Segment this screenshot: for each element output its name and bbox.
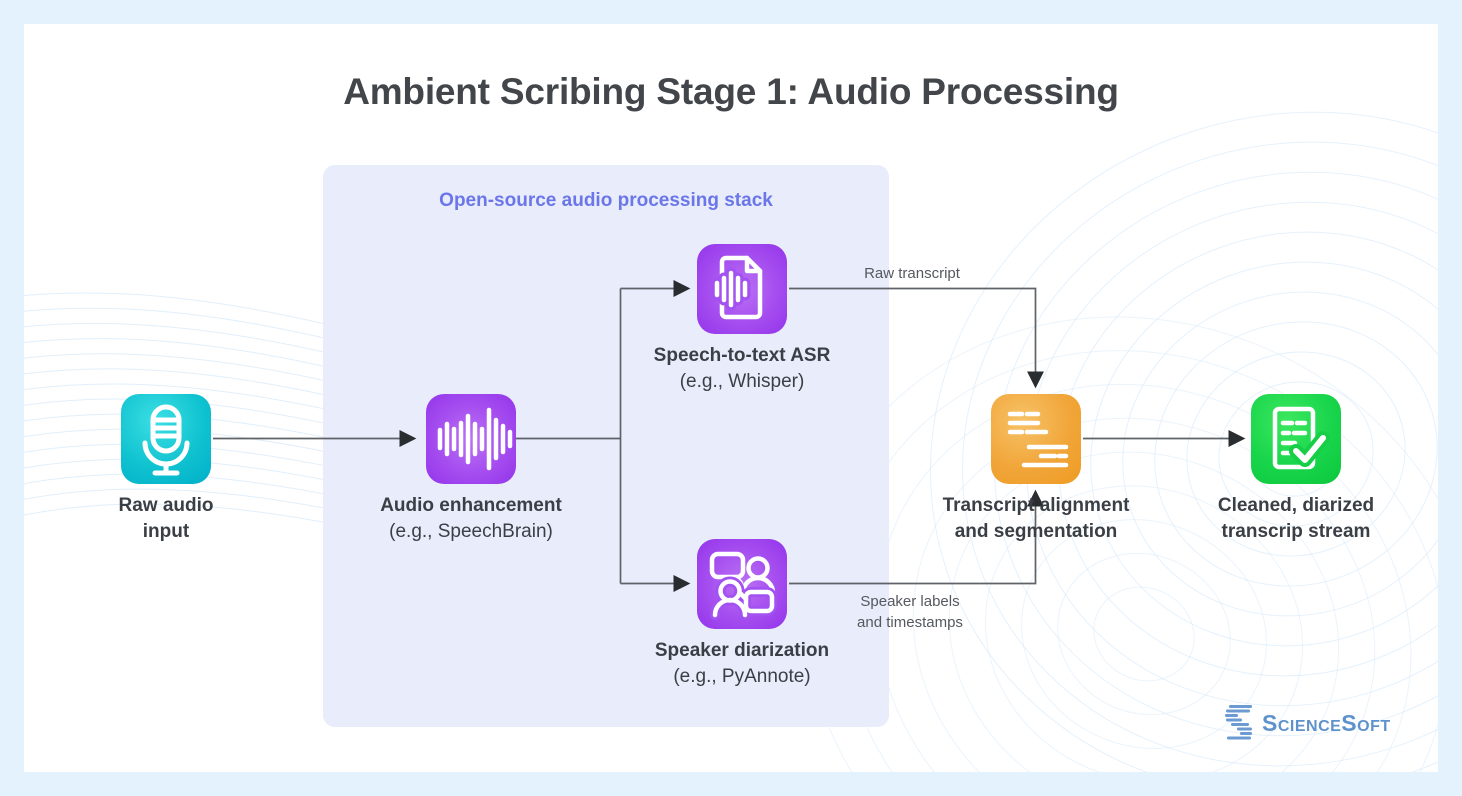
- label-output-stream: Cleaned, diarized transcrip stream: [1217, 495, 1375, 542]
- speakers-icon: [697, 539, 787, 629]
- speech-document-icon: [697, 244, 787, 334]
- label-raw-audio-input: Raw audio input: [118, 495, 214, 542]
- label-speaker-diarization: Speaker diarization (e.g., PyAnnote): [654, 640, 830, 687]
- page-title: Ambient Scribing Stage 1: Audio Processi…: [343, 71, 1119, 112]
- label-transcript-alignment: Transcript alignment and segmentation: [942, 495, 1130, 542]
- edge-label-raw-transcript: Raw transcript: [864, 265, 960, 282]
- sciencesoft-logo: ScienceSoft: [1224, 704, 1391, 742]
- document-check-icon: [1251, 394, 1341, 484]
- microphone-icon: [121, 394, 211, 484]
- label-audio-enhancement: Audio enhancement (e.g., SpeechBrain): [380, 495, 562, 542]
- text-lines-icon: [991, 394, 1081, 484]
- striped-s-icon: [1225, 705, 1252, 740]
- edge-label-speaker-labels: Speaker labels and timestamps: [857, 593, 963, 631]
- waveform-icon: [426, 394, 516, 484]
- open-source-stack-label: Open-source audio processing stack: [439, 190, 773, 211]
- sciencesoft-logo-text: ScienceSoft: [1262, 709, 1391, 736]
- label-speech-to-text-asr: Speech-to-text ASR (e.g., Whisper): [653, 345, 831, 392]
